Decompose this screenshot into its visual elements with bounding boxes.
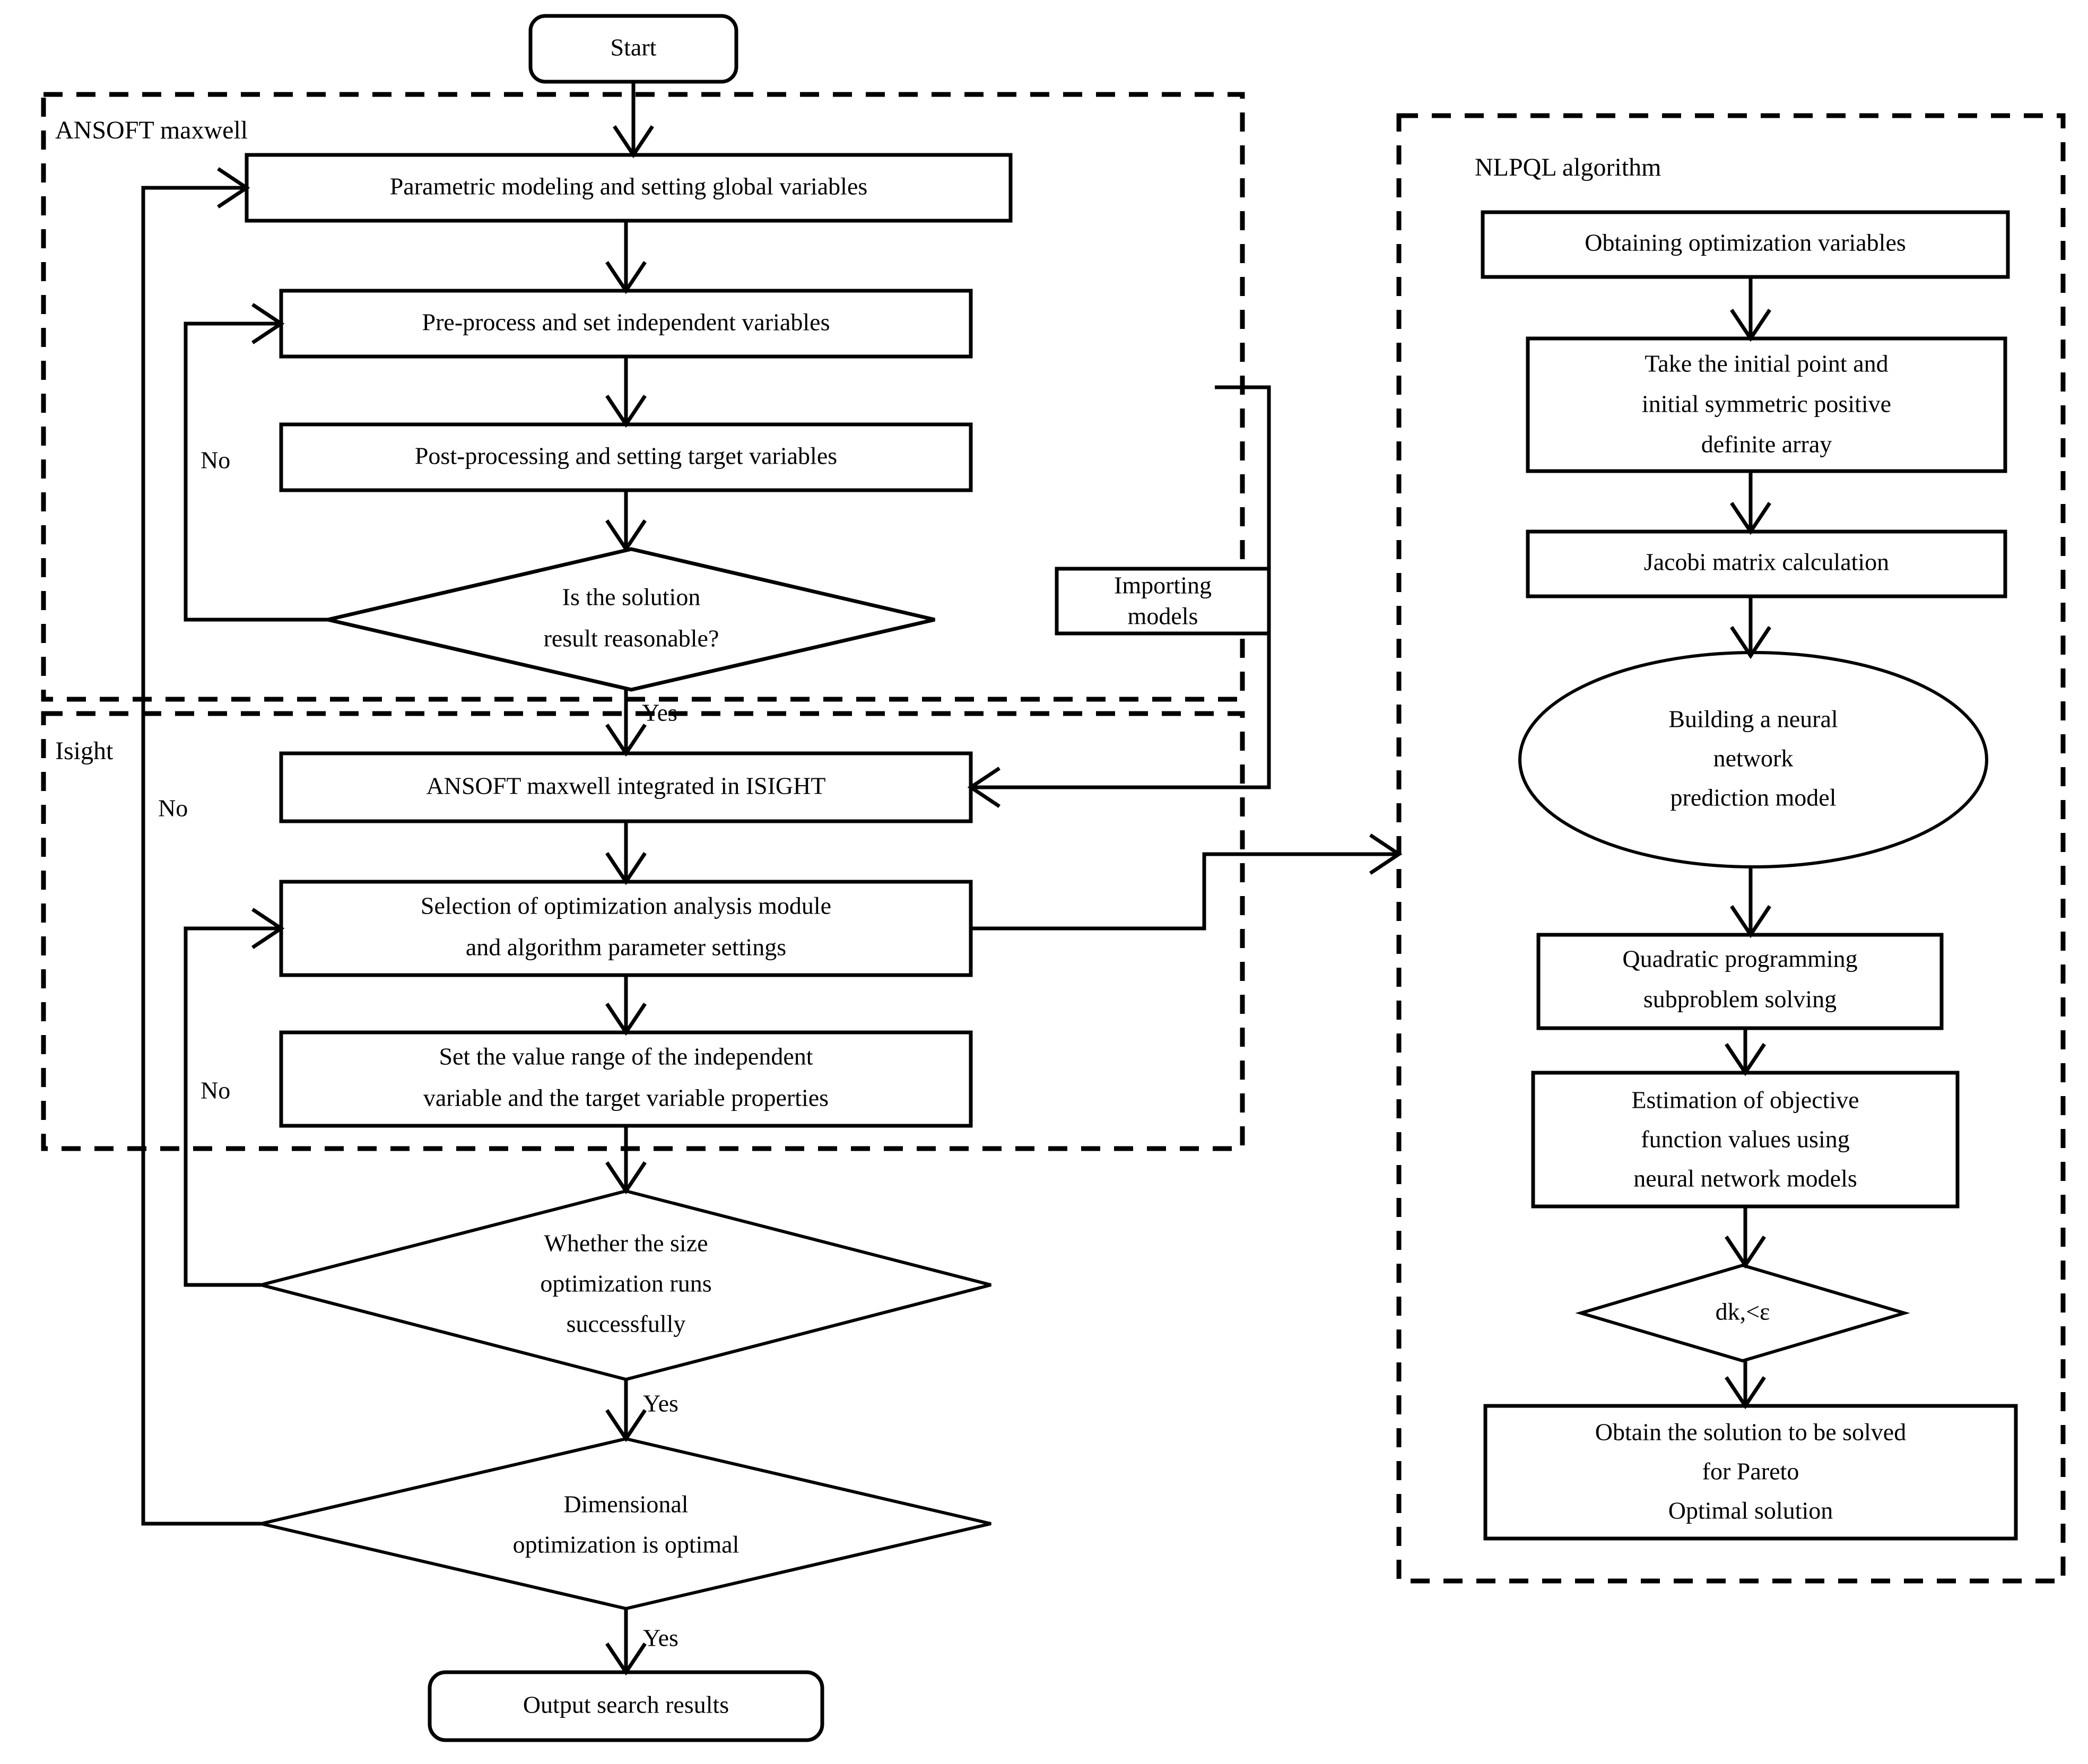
node-parametric-modeling-label: Parametric modeling and setting global v… xyxy=(390,173,868,200)
arrowhead-jacobi-to-neuralnet xyxy=(1730,626,1771,659)
node-solution-reasonable[interactable] xyxy=(327,547,935,692)
node-dk-epsilon-check[interactable] xyxy=(1575,1263,1910,1363)
node-value-range[interactable] xyxy=(279,1030,973,1128)
group-label-ansoft-maxwell: ANSOFT maxwell xyxy=(55,116,248,144)
arrowhead-sizeopt-yes-to-dimopt xyxy=(605,1409,647,1443)
node-integrated-isight-label: ANSOFT maxwell integrated in ISIGHT xyxy=(427,772,826,800)
edge-importing-rail-to-integrated xyxy=(971,601,1271,789)
edge-decision-no-to-preprocess xyxy=(184,321,328,622)
node-size-optimization-line2: optimization runs xyxy=(540,1270,711,1297)
node-start-label: Start xyxy=(611,34,657,61)
arrowhead-dimopt-no-to-parametric xyxy=(217,167,250,208)
node-value-range-line2: variable and the target variable propert… xyxy=(423,1084,829,1111)
node-pareto-solution[interactable] xyxy=(1483,1404,2018,1541)
node-importing-models-line2: models xyxy=(1128,603,1198,630)
node-selection-module-line1: Selection of optimization analysis modul… xyxy=(421,892,831,919)
node-jacobi-matrix-label: Jacobi matrix calculation xyxy=(1644,549,1889,576)
node-initial-point-line3: definite array xyxy=(1701,431,1832,458)
edge-dimopt-no-to-parametric xyxy=(141,186,261,1526)
arrowhead-neuralnet-to-quadratic xyxy=(1730,905,1771,939)
node-quadratic-programming[interactable] xyxy=(1536,933,1944,1030)
node-importing-models[interactable] xyxy=(1055,567,1271,636)
node-estimation-line1: Estimation of objective xyxy=(1631,1087,1859,1114)
edge-label-yes-size-opt: Yes xyxy=(643,1390,678,1417)
edge-label-no-isight-left: No xyxy=(158,795,188,822)
group-box-isight xyxy=(41,711,1245,1151)
node-size-optimization-line1: Whether the size xyxy=(544,1230,708,1257)
node-post-processing-label-text: Post-processing and setting target varia… xyxy=(415,442,837,470)
node-estimation-objective[interactable] xyxy=(1531,1071,1960,1209)
node-initial-point[interactable] xyxy=(1526,336,2007,473)
node-obtaining-variables-label: Obtaining optimization variables xyxy=(1585,229,1906,256)
node-estimation-line3: neural network models xyxy=(1633,1165,1857,1192)
arrowhead-decision-yes-to-integrated xyxy=(605,724,647,757)
node-pareto-line1: Obtain the solution to be solved xyxy=(1595,1419,1906,1446)
node-pre-process-label: Pre-process and set independent variable… xyxy=(422,309,830,336)
node-neural-network-line2: network xyxy=(1713,745,1794,772)
arrowhead-integrated-to-selection xyxy=(605,852,647,885)
node-quadratic-line2: subproblem solving xyxy=(1643,986,1837,1013)
edge-label-no-upper: No xyxy=(201,447,230,474)
node-dimensional-optimal-check[interactable] xyxy=(260,1437,991,1611)
node-solution-reasonable-line1: Is the solution xyxy=(562,584,701,611)
arrowhead-selection-to-valuerange xyxy=(605,1003,647,1036)
node-output-results-label: Output search results xyxy=(523,1691,729,1718)
node-neural-network-line3: prediction model xyxy=(1671,784,1837,811)
arrowhead-quadratic-to-estimation xyxy=(1725,1043,1766,1076)
node-integrated-isight[interactable] xyxy=(279,751,973,823)
arrowhead-obtaining-to-initialpoint xyxy=(1730,309,1771,342)
arrowhead-selection-to-nlpql xyxy=(1369,833,1403,875)
node-estimation-line2: function values using xyxy=(1641,1126,1850,1153)
node-value-range-line1: Set the value range of the independent xyxy=(439,1043,813,1070)
group-box-nlpql xyxy=(1396,113,2066,1584)
edge-label-no-isight-lower: No xyxy=(201,1077,230,1104)
arrowhead-initialpoint-to-jacobi xyxy=(1730,502,1771,535)
edge-importing-models-to-integrated xyxy=(1215,385,1271,601)
node-quadratic-line1: Quadratic programming xyxy=(1622,945,1857,972)
arrowhead-dk-to-pareto xyxy=(1725,1376,1766,1410)
arrowhead-estimation-to-dk xyxy=(1725,1236,1766,1269)
arrowhead-dimopt-yes-to-output xyxy=(605,1643,647,1676)
node-pareto-line2: for Pareto xyxy=(1702,1458,1799,1485)
arrowhead-sizeopt-no-to-selection xyxy=(251,908,285,949)
node-dimensional-optimal-line2: optimization is optimal xyxy=(513,1531,740,1558)
node-initial-point-line1: Take the initial point and xyxy=(1645,350,1888,377)
edge-sizeopt-no-to-selection xyxy=(184,926,281,1287)
edge-label-yes-dim-opt: Yes xyxy=(643,1624,678,1652)
arrowhead-decision-no-to-preprocess xyxy=(251,303,285,344)
node-parametric-modeling[interactable] xyxy=(245,153,1013,223)
node-dimensional-optimal-line1: Dimensional xyxy=(563,1491,688,1518)
node-size-optimization-line3: successfully xyxy=(567,1310,686,1337)
arrowhead-postprocess-to-decision xyxy=(605,519,647,553)
node-dk-epsilon-label: dk,<ε xyxy=(1716,1298,1770,1325)
node-selection-module-line2: and algorithm parameter settings xyxy=(466,934,786,961)
arrowhead-importing-to-integrated xyxy=(967,767,1000,808)
node-initial-point-line2: initial symmetric positive xyxy=(1642,390,1891,418)
arrowhead-parametric-to-preprocess xyxy=(605,261,647,294)
group-box-ansoft-maxwell xyxy=(41,92,1245,702)
edge-label-yes-reasonable: Yes xyxy=(642,699,677,726)
node-solution-reasonable-line2: result reasonable? xyxy=(544,625,719,652)
arrowhead-start-to-parametric xyxy=(613,125,654,159)
node-neural-network-line1: Building a neural xyxy=(1668,706,1838,733)
arrowhead-valuerange-to-sizeopt xyxy=(605,1161,647,1195)
node-importing-models-line1: Importing xyxy=(1114,572,1212,599)
node-pareto-line3: Optimal solution xyxy=(1668,1497,1833,1524)
edge-selection-to-nlpql xyxy=(971,852,1399,931)
node-jacobi-matrix[interactable] xyxy=(1526,529,2007,598)
arrowhead-preprocess-to-postprocess xyxy=(605,395,647,428)
group-label-nlpql: NLPQL algorithm xyxy=(1475,153,1661,181)
node-obtaining-variables[interactable] xyxy=(1481,210,2010,279)
group-label-isight: Isight xyxy=(55,737,114,765)
